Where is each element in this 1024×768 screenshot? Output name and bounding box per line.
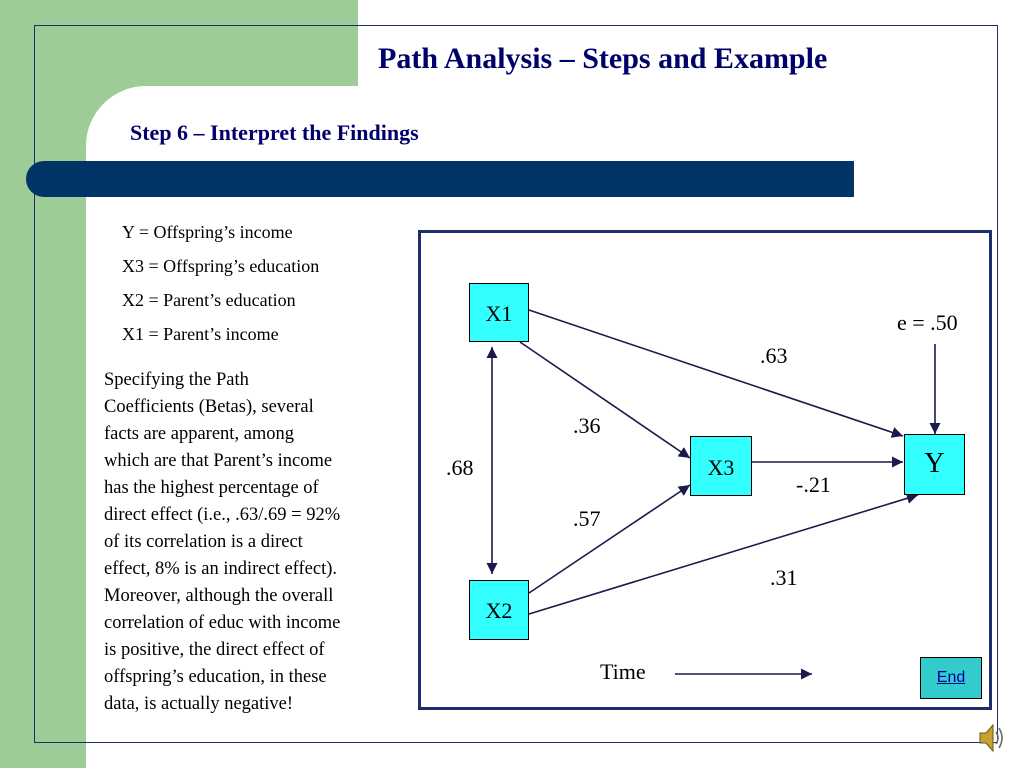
coefficient-x1-y: .63 xyxy=(760,343,788,368)
title-bar-decoration xyxy=(26,161,854,197)
paragraph-line: Moreover, although the overall xyxy=(104,586,334,606)
definition-x1: X1 = Parent’s income xyxy=(122,324,279,344)
slide-title: Path Analysis – Steps and Example xyxy=(378,42,828,75)
node-x3: X3 xyxy=(690,436,752,496)
paragraph-line: offspring’s education, in these xyxy=(104,667,327,687)
node-x1: X1 xyxy=(469,283,529,342)
paragraph-line: has the highest percentage of xyxy=(104,478,319,498)
time-label: Time xyxy=(600,659,646,684)
definition-y: Y = Offspring’s income xyxy=(122,222,293,242)
paragraph-line: which are that Parent’s income xyxy=(104,451,333,471)
slide-subtitle: Step 6 – Interpret the Findings xyxy=(130,120,419,145)
paragraph-line: Coefficients (Betas), several xyxy=(104,397,314,417)
paragraph-line: Specifying the Path xyxy=(104,370,249,390)
coefficient-x2-y: .31 xyxy=(770,565,798,590)
definition-x3: X3 = Offspring’s education xyxy=(122,256,320,276)
slide-frame xyxy=(34,25,998,743)
paragraph-line: facts are apparent, among xyxy=(104,424,295,444)
error-term: e = .50 xyxy=(897,310,958,335)
content-panel xyxy=(86,230,358,768)
interpretation-paragraph: Specifying the Path Coefficients (Betas)… xyxy=(104,367,404,718)
node-x2: X2 xyxy=(469,580,529,640)
node-y: Y xyxy=(904,434,965,495)
end-button[interactable]: End xyxy=(920,657,982,699)
paragraph-line: data, is actually negative! xyxy=(104,694,294,714)
paragraph-line: direct effect (i.e., .63/.69 = 92% xyxy=(104,505,341,525)
paragraph-line: is positive, the direct effect of xyxy=(104,640,325,660)
coefficient-x1-x2: .68 xyxy=(446,455,474,480)
coefficient-x2-x3: .57 xyxy=(573,506,601,531)
coefficient-x3-y: -.21 xyxy=(796,472,831,497)
paragraph-line: effect, 8% is an indirect effect). xyxy=(104,559,338,579)
paragraph-line: of its correlation is a direct xyxy=(104,532,303,552)
definition-x2: X2 = Parent’s education xyxy=(122,290,296,310)
paragraph-line: correlation of educ with income xyxy=(104,613,341,633)
coefficient-x1-x3: .36 xyxy=(573,413,601,438)
speaker-icon[interactable] xyxy=(978,718,1006,758)
